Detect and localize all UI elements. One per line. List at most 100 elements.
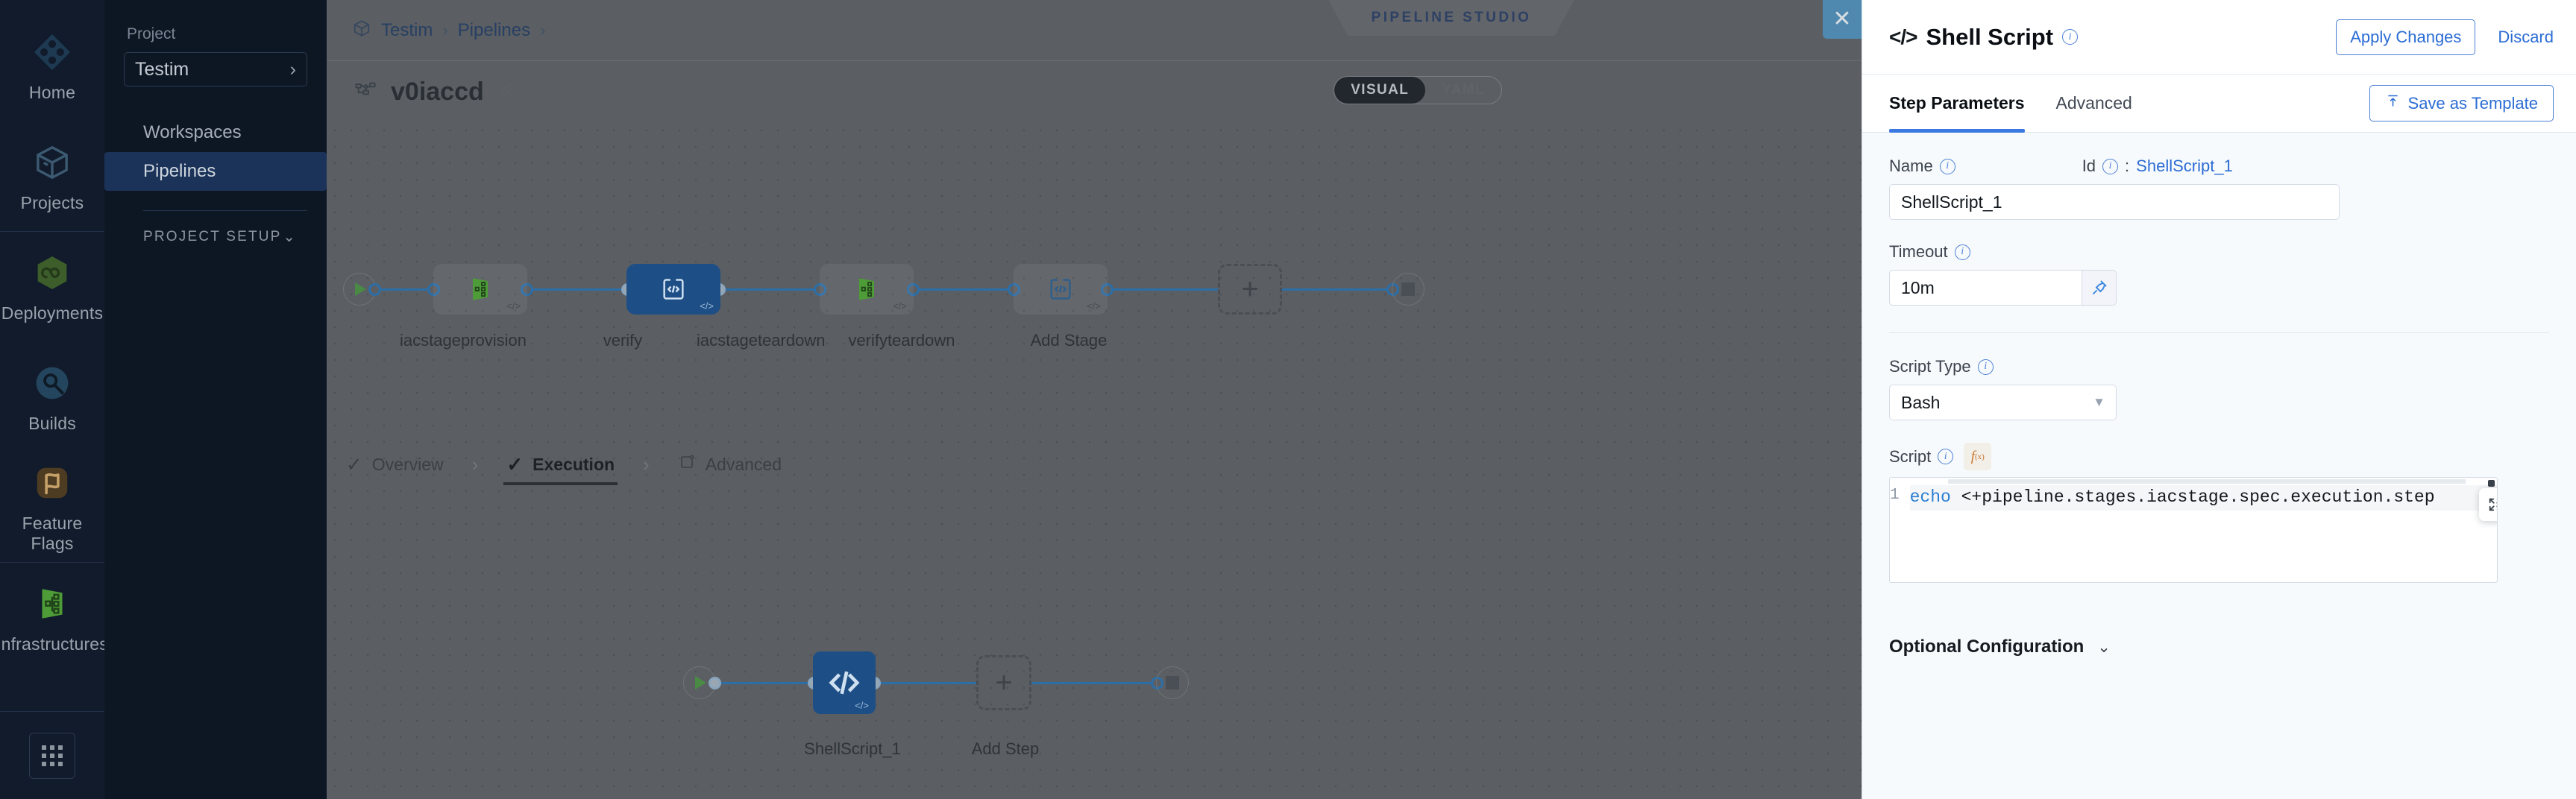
- stage-port[interactable]: [1101, 282, 1113, 296]
- chevron-down-icon: ▼: [2093, 395, 2105, 409]
- save-as-template-button[interactable]: Save as Template: [2369, 85, 2554, 121]
- stage-connector: [920, 288, 1008, 291]
- apps-grid-icon[interactable]: [29, 732, 75, 779]
- expression-fx-button[interactable]: f(x): [1964, 443, 1992, 470]
- close-icon: ✕: [1832, 7, 1852, 31]
- info-icon[interactable]: i: [1977, 359, 1994, 375]
- rail-item-deployments[interactable]: Deployments: [0, 231, 104, 341]
- breadcrumb-item-project[interactable]: Testim: [381, 19, 433, 40]
- rail-item-projects[interactable]: Projects: [0, 121, 104, 231]
- script-editor[interactable]: 1 echo <+pipeline.stages.iacstage.spec.e…: [1889, 477, 2498, 583]
- play-icon: [355, 282, 366, 296]
- stage-caption: Add Stage: [1030, 331, 1108, 350]
- page-title: v0iaccd: [391, 77, 484, 106]
- editor-horizontal-scrollbar[interactable]: [1948, 479, 2466, 484]
- rail-item-builds[interactable]: Builds: [0, 341, 104, 452]
- stage-port[interactable]: [907, 282, 920, 296]
- step-node-shellscript-1[interactable]: </>: [813, 651, 876, 714]
- project-nav: Workspaces Pipelines: [104, 113, 327, 191]
- stage-node-verifyteardown[interactable]: </>: [1014, 264, 1108, 315]
- stage-port[interactable]: [427, 282, 440, 296]
- close-drawer-button[interactable]: ✕: [1823, 0, 1862, 39]
- timeout-input[interactable]: 10m: [1889, 270, 2082, 306]
- breadcrumb-item-pipelines[interactable]: Pipelines: [457, 19, 531, 40]
- sidebar-item-workspaces[interactable]: Workspaces: [143, 122, 242, 142]
- breadcrumb: Testim › Pipelines ›: [352, 19, 545, 42]
- check-icon: ✓: [346, 453, 362, 476]
- add-stage-button[interactable]: +: [1218, 264, 1282, 315]
- name-input[interactable]: ShellScript_1: [1889, 184, 2340, 220]
- name-id-row: Name i Id i : ShellScript_1: [1889, 157, 2549, 184]
- tab-overview[interactable]: ✓ Overview: [343, 444, 447, 485]
- rail-label: Projects: [20, 192, 84, 212]
- info-icon[interactable]: i: [1938, 449, 1954, 464]
- tab-separator: ›: [471, 452, 479, 476]
- pipeline-studio-badge: PIPELINE STUDIO: [1328, 0, 1574, 36]
- editor-vertical-scrollbar[interactable]: [2488, 480, 2495, 487]
- step-connector: [1031, 681, 1151, 684]
- timeout-label-group: Timeout i: [1889, 242, 2549, 262]
- pipeline-end-node[interactable]: [1392, 273, 1424, 306]
- drawer-tabs: Step Parameters Advanced Save as Templat…: [1862, 75, 2576, 133]
- view-mode-toggle[interactable]: VISUAL YAML: [1333, 76, 1502, 104]
- stage-caption: iacstageprovision: [400, 331, 527, 350]
- id-value[interactable]: ShellScript_1: [2136, 157, 2233, 175]
- pencil-icon[interactable]: [497, 80, 517, 104]
- step-end-node[interactable]: [1156, 666, 1189, 699]
- infinity-hex-icon: [29, 250, 75, 296]
- script-type-select[interactable]: Bash ▼: [1889, 385, 2117, 420]
- flag-icon: [29, 460, 75, 506]
- stage-port[interactable]: [1008, 282, 1020, 296]
- expand-fullscreen-icon[interactable]: [2479, 488, 2497, 521]
- discard-button[interactable]: Discard: [2498, 27, 2554, 46]
- infra-nodes-icon: [859, 278, 874, 300]
- info-icon[interactable]: i: [1939, 158, 1955, 174]
- stage-connector: [1113, 288, 1218, 291]
- timeout-label: Timeout: [1889, 242, 1948, 261]
- stage-node-iacstageprovision[interactable]: </>: [433, 264, 527, 315]
- info-icon[interactable]: i: [2062, 29, 2079, 45]
- drawer-body: Name i Id i : ShellScript_1 ShellScript_…: [1862, 133, 2576, 799]
- code-brackets-icon: [663, 279, 684, 300]
- apply-changes-button[interactable]: Apply Changes: [2336, 19, 2476, 55]
- rail-item-infrastructures[interactable]: Infrastructures: [0, 562, 108, 672]
- name-label: Name: [1889, 157, 1933, 175]
- script-type-value: Bash: [1901, 392, 1941, 412]
- code-brackets-icon: [1050, 279, 1071, 300]
- tab-step-parameters[interactable]: Step Parameters: [1889, 75, 2025, 133]
- pipeline-title: v0iaccd: [354, 78, 517, 107]
- add-step-button[interactable]: +: [976, 655, 1031, 710]
- rail-label: Infrastructures: [0, 634, 108, 654]
- tab-advanced[interactable]: Advanced: [675, 443, 785, 486]
- info-icon[interactable]: i: [1954, 244, 1970, 260]
- tab-advanced[interactable]: Advanced: [2055, 93, 2132, 113]
- stage-node-iacstageteardown[interactable]: </>: [820, 264, 914, 315]
- step-port[interactable]: [709, 676, 721, 689]
- stop-icon: [1401, 282, 1415, 296]
- rail-label: Home: [28, 82, 76, 102]
- rail-item-feature-flags[interactable]: Feature Flags: [0, 452, 104, 562]
- editor-code-area[interactable]: echo <+pipeline.stages.iacstage.spec.exe…: [1909, 478, 2498, 582]
- rail-label: Deployments: [1, 303, 104, 323]
- toggle-option-yaml[interactable]: YAML: [1442, 82, 1485, 98]
- stage-node-verify[interactable]: </>: [626, 264, 720, 315]
- project-selector[interactable]: Testim ›: [124, 52, 307, 86]
- info-icon[interactable]: i: [2102, 158, 2119, 174]
- home-diamond-icon: [29, 29, 75, 75]
- stage-port[interactable]: [814, 282, 826, 296]
- stage-type-glyph: </>: [893, 300, 907, 312]
- rail-item-home[interactable]: Home: [0, 10, 104, 121]
- upload-template-icon: [2385, 93, 2401, 113]
- optional-configuration-toggle[interactable]: Optional Configuration ⌄: [1889, 637, 2549, 657]
- tab-execution[interactable]: ✓ Execution: [503, 444, 618, 485]
- code-rest: <+pipeline.stages.iacstage.spec.executio…: [1950, 487, 2498, 507]
- sidebar-item-pipelines[interactable]: Pipelines: [104, 152, 327, 191]
- stage-port[interactable]: [521, 282, 533, 296]
- project-setup-toggle[interactable]: PROJECT SETUP ⌄: [124, 227, 307, 246]
- toggle-option-visual[interactable]: VISUAL: [1334, 77, 1426, 104]
- stage-port[interactable]: [368, 282, 381, 296]
- pin-icon[interactable]: [2082, 270, 2117, 306]
- step-row: </> +: [683, 651, 1189, 714]
- cube-icon: [29, 139, 75, 186]
